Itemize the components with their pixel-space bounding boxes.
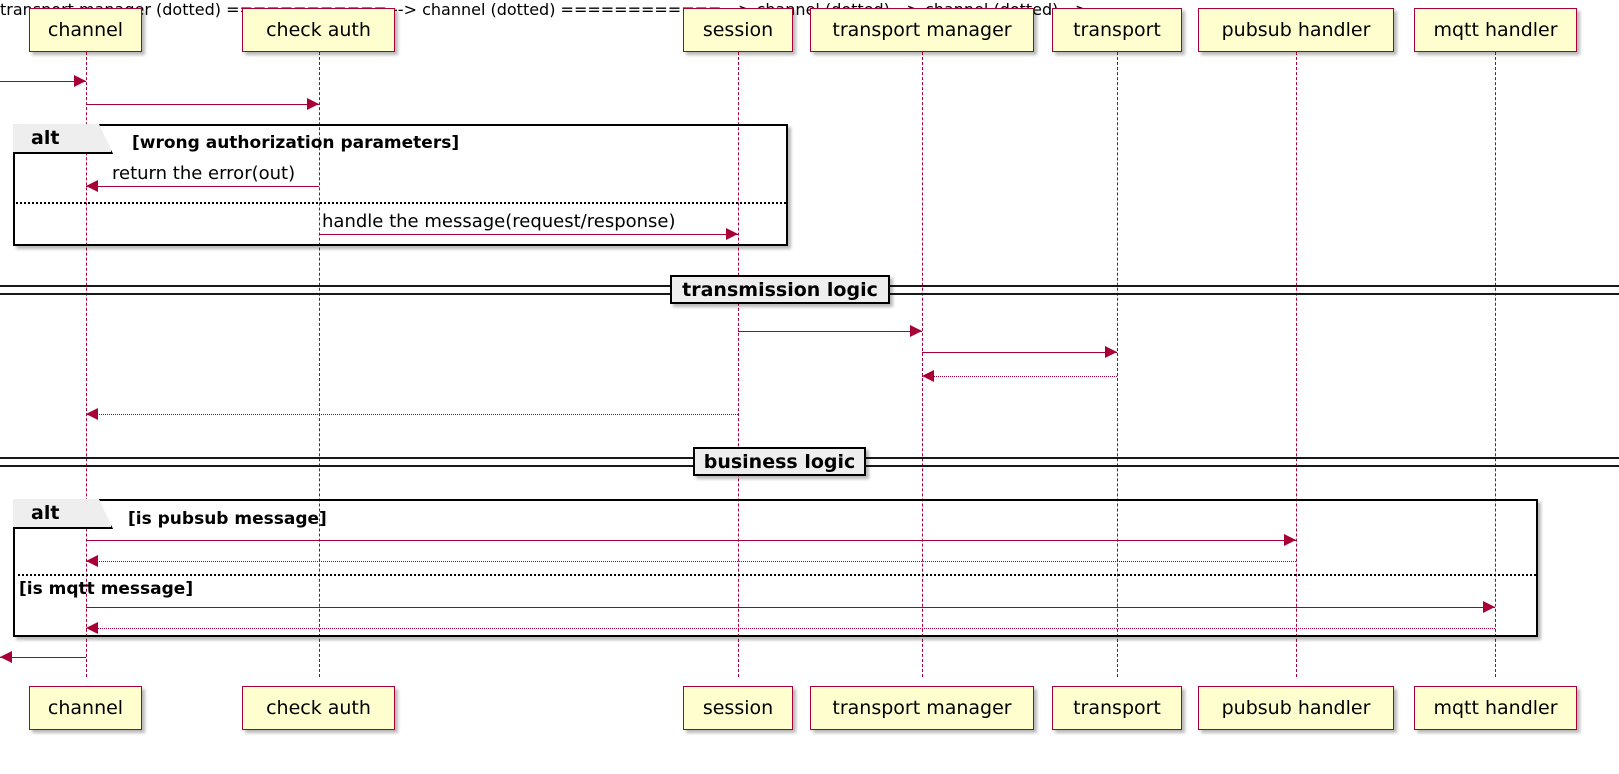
participant-label: pubsub handler <box>1221 18 1371 41</box>
separator-line-left2-business <box>0 465 695 467</box>
arrowhead-session-to-transport-manager <box>910 325 922 337</box>
lifeline-mqtt-handler <box>1495 52 1496 677</box>
participant-box-channel-bottom[interactable]: channel <box>29 686 142 730</box>
alt-keyword-label: alt <box>31 127 60 149</box>
arrowhead-mqtt-handler-to-channel <box>86 622 98 634</box>
participant-box-pubsub-handler-top[interactable]: pubsub handler <box>1198 8 1394 52</box>
alt-condition-text: [wrong authorization parameters] <box>132 133 460 153</box>
participant-box-mqtt-handler-bottom[interactable]: mqtt handler <box>1414 686 1577 730</box>
separator-line-right2-transmission <box>888 293 1619 295</box>
message-line-session-to-channel <box>86 414 738 415</box>
message-line-pubsub-handler-to-channel <box>86 561 1296 562</box>
alt-header-authorization: alt <box>13 124 113 154</box>
arrowhead-inbound-to-channel <box>74 75 86 87</box>
participant-label: transport manager <box>832 18 1012 41</box>
message-line-channel-to-check-auth <box>86 104 319 105</box>
lifeline-transport-manager <box>922 52 923 677</box>
separator-line-right2-business <box>864 465 1619 467</box>
lifeline-check-auth <box>319 52 320 677</box>
arrowhead-check-auth-to-session <box>726 228 738 240</box>
alt-else-divider-message-type <box>13 574 1536 576</box>
participant-label: mqtt handler <box>1433 18 1558 41</box>
separator-line-left-business <box>0 457 695 459</box>
participant-label: channel <box>47 696 124 719</box>
arrowhead-channel-to-mqtt-handler <box>1483 601 1495 613</box>
participant-label: transport manager <box>832 696 1012 719</box>
separator-box-business-logic: business logic <box>693 447 866 476</box>
arrowhead-pubsub-handler-to-channel <box>86 555 98 567</box>
participant-box-channel-top[interactable]: channel <box>29 8 142 52</box>
arrowhead-session-to-channel <box>86 408 98 420</box>
participant-label: transport <box>1073 18 1161 41</box>
message-line-channel-to-mqtt-handler <box>86 607 1495 608</box>
separator-line-right-business <box>864 457 1619 459</box>
participant-box-session-top[interactable]: session <box>683 8 793 52</box>
alt-frame-message-type <box>13 499 1538 637</box>
lifeline-pubsub-handler <box>1296 52 1297 677</box>
message-line-mqtt-handler-to-channel <box>86 628 1495 629</box>
participant-label: mqtt handler <box>1433 696 1558 719</box>
arrowhead-transport-to-transport-manager <box>922 370 934 382</box>
arrowhead-channel-to-pubsub-handler <box>1284 534 1296 546</box>
message-line-channel-to-outbound <box>0 657 86 658</box>
lifeline-transport <box>1117 52 1118 677</box>
message-line-check-auth-to-channel <box>86 186 319 187</box>
arrowhead-channel-to-outbound <box>0 651 12 663</box>
alt-condition-wrong-auth: [wrong authorization parameters] <box>132 135 459 152</box>
separator-line-left2-transmission <box>0 293 672 295</box>
arrowhead-check-auth-to-channel <box>86 180 98 192</box>
separator-line-right-transmission <box>888 285 1619 287</box>
message-line-transport-to-transport-manager <box>922 376 1117 377</box>
alt-condition-text: [is pubsub message] <box>128 509 327 529</box>
message-label-text: handle the message(request/response) <box>322 211 676 232</box>
participant-box-check-auth-top[interactable]: check auth <box>242 8 395 52</box>
lifeline-session <box>738 52 739 677</box>
alt-header-message-type: alt <box>13 499 113 529</box>
message-line-transport-manager-to-transport <box>922 352 1117 353</box>
participant-label: channel <box>47 18 124 41</box>
participant-label: pubsub handler <box>1221 696 1371 719</box>
participant-label: transport <box>1073 696 1161 719</box>
participant-box-mqtt-handler-top[interactable]: mqtt handler <box>1414 8 1577 52</box>
separator-label: transmission logic <box>682 278 878 301</box>
message-label-handle-message: handle the message(request/response) <box>322 213 676 231</box>
separator-line-left-transmission <box>0 285 672 287</box>
participant-box-transport-manager-bottom[interactable]: transport manager <box>810 686 1034 730</box>
arrowhead-transport-manager-to-transport <box>1105 346 1117 358</box>
participant-box-transport-manager-top[interactable]: transport manager <box>810 8 1034 52</box>
alt-condition-text: [is mqtt message] <box>19 579 194 599</box>
message-line-inbound-to-channel <box>0 81 86 82</box>
arrowhead-channel-to-check-auth <box>307 98 319 110</box>
message-line-session-to-transport-manager <box>738 331 922 332</box>
participant-label: session <box>702 18 774 41</box>
alt-else-divider-authorization <box>13 202 786 204</box>
alt-frame-authorization <box>13 124 788 246</box>
separator-box-transmission-logic: transmission logic <box>670 275 890 304</box>
participant-label: check auth <box>266 696 371 719</box>
message-label-return-error: return the error(out) <box>112 165 295 183</box>
participant-label: check auth <box>266 18 371 41</box>
alt-condition-is-pubsub: [is pubsub message] <box>128 511 327 528</box>
participant-box-check-auth-bottom[interactable]: check auth <box>242 686 395 730</box>
participant-label: session <box>702 696 774 719</box>
participant-box-pubsub-handler-bottom[interactable]: pubsub handler <box>1198 686 1394 730</box>
message-line-check-auth-to-session <box>319 234 738 235</box>
participant-box-session-bottom[interactable]: session <box>683 686 793 730</box>
message-line-channel-to-pubsub-handler <box>86 540 1296 541</box>
alt-condition-is-mqtt: [is mqtt message] <box>19 581 193 598</box>
lifeline-channel <box>86 52 87 677</box>
participant-box-transport-bottom[interactable]: transport <box>1052 686 1182 730</box>
participant-box-transport-top[interactable]: transport <box>1052 8 1182 52</box>
message-label-text: return the error(out) <box>112 163 296 184</box>
separator-label: business logic <box>703 450 856 473</box>
alt-keyword-label: alt <box>31 502 60 524</box>
